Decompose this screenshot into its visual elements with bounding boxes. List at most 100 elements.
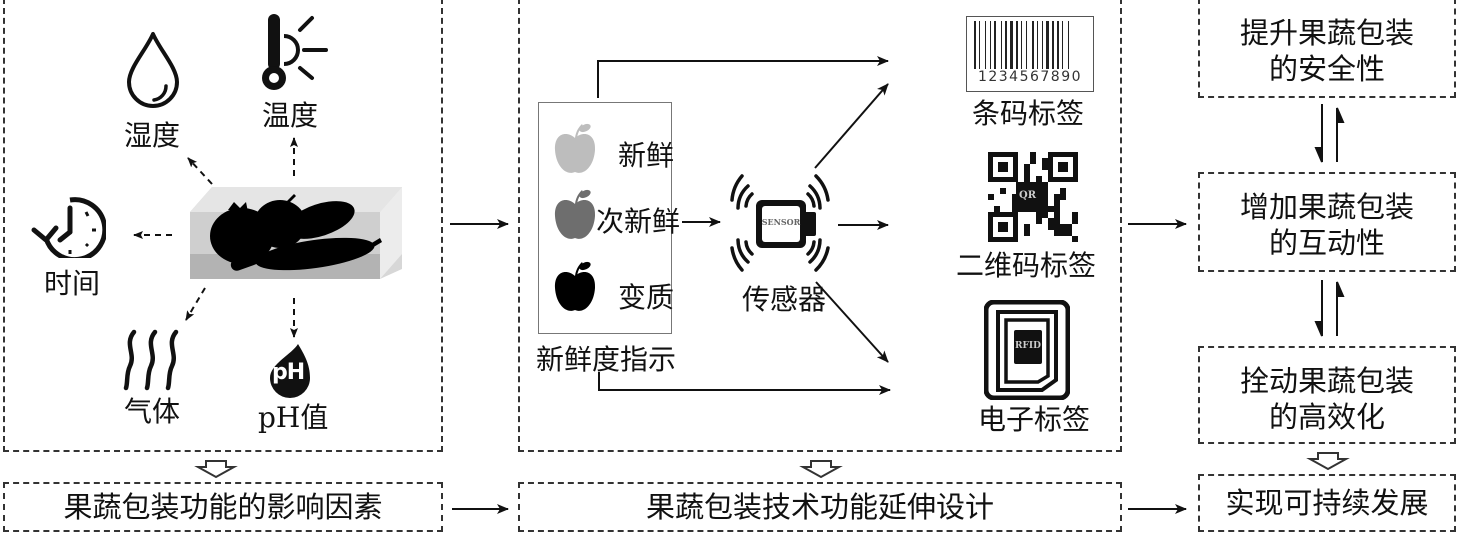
barcode-bar [990,21,991,69]
qr-module [1054,200,1060,206]
arrow-freshness-to-rfid [598,372,891,395]
qr-module [1060,230,1066,236]
thermometer-sun-icon [262,14,328,90]
caption-box-technology: 果蔬包装技术功能延伸设计 [518,482,1122,532]
outcome-interactivity-line2: 的互动性 [1268,226,1385,260]
qr-module [1060,224,1066,230]
water-drop-icon [127,32,179,108]
qr-module [1036,218,1042,224]
technology-panel [518,0,1122,452]
qr-module [1036,212,1042,218]
sensor-label: 传感器 [742,283,827,316]
caption-sustainable: 实现可持续发展 [1225,486,1429,520]
rfid-label: 电子标签 [978,403,1091,436]
barcode-bar [1026,21,1027,69]
apple-icon-spoiled [554,261,596,311]
barcode-bar [1037,21,1038,69]
rfid-icon-text: RFID [1015,341,1041,351]
qr-module [1054,206,1060,212]
qr-module [1012,206,1018,212]
freshness-level-fresh: 新鲜 [618,139,675,172]
qr-icon-text: QR [1019,190,1037,201]
qr-module [1042,164,1048,170]
barcode-bar [1032,21,1034,69]
barcode-bar [974,21,976,69]
hollow-arrow-down-3 [1306,452,1350,471]
factor-arrows [133,137,298,338]
qr-module [1024,170,1030,176]
gas-label: 气体 [124,395,181,428]
gas-waves-icon [123,329,179,391]
qr-finder [998,222,1008,232]
outcome-interactivity-line1: 增加果蔬包装 [1239,190,1414,224]
barcode-bar [1052,21,1054,69]
qr-module [1042,212,1048,218]
barcode-bar [1021,21,1022,69]
arrow-to-humidity [187,157,213,185]
hollow-arrow-down-1 [194,460,238,479]
qr-module [1054,230,1060,236]
qr-module [1024,176,1030,182]
qr-module [1000,188,1006,194]
qr-module [1024,164,1030,170]
humidity-label: 湿度 [124,119,181,152]
qr-finder [998,162,1008,172]
outcome-box-interactivity: 增加果蔬包装 的互动性 [1198,172,1456,272]
barcode-bar [1062,21,1063,69]
qr-finder [1058,162,1068,172]
qr-module [994,206,1000,212]
qr-module [1030,152,1036,158]
qr-module [1072,236,1078,242]
qr-module [1030,158,1036,164]
outcome-box-safety: 提升果蔬包装 的安全性 [1198,0,1456,98]
caption-box-factors: 果蔬包装功能的影响因素 [3,482,443,532]
barcode-bar [1046,21,1049,69]
arrow-sensor-to-rfid [815,281,889,363]
bidirectional-arrows [1314,104,1345,337]
barcode-bar [994,21,996,69]
qr-module [1042,158,1048,164]
barcode-bar [1068,21,1069,69]
qr-module [1036,176,1042,182]
barcode-bar [1042,21,1043,69]
qr-module [988,194,994,200]
time-label: 时间 [44,267,101,300]
barcode-label: 条码标签 [972,97,1085,130]
qr-module [1024,224,1030,230]
qr-module [1072,212,1078,218]
qr-module [1060,194,1066,200]
barcode-digits: 1234567890 [977,69,1083,85]
outcome-safety-line1: 提升果蔬包装 [1239,16,1414,50]
barcode-bar [1001,21,1002,69]
barcode-bar [1016,21,1018,69]
barcode-bar [985,21,986,69]
freshness-level-semi-fresh: 次新鲜 [596,205,681,238]
qr-module [1066,224,1072,230]
ph-icon-text: pH [272,360,305,385]
arrow-sensor-to-barcode [814,83,889,169]
barcode-bar [979,21,980,69]
ph-drop-icon: pH [266,342,314,398]
qr-code-icon: QR [988,152,1078,242]
caption-technology: 果蔬包装技术功能延伸设计 [645,490,994,524]
barcode-bar [1005,21,1007,69]
outcome-safety-line2: 的安全性 [1268,52,1385,86]
freshness-indicator-caption: 新鲜度指示 [536,343,677,376]
sensor-icon-text: SENSOR [761,217,801,227]
qr-module [1054,194,1060,200]
apple-icon-semi-fresh [554,189,596,239]
qr-center [1016,182,1048,210]
qr-module [1066,230,1072,236]
hollow-arrow-down-2 [799,460,843,479]
freshness-indicator-card [538,102,672,334]
qr-module [1048,206,1054,212]
apple-icon-fresh [554,123,596,173]
ph-label: pH值 [258,401,329,434]
qr-module [1060,188,1066,194]
rfid-tag-icon: RFID [984,300,1070,400]
arrow-freshness-to-barcode [597,56,889,98]
barcode-bar [1057,21,1059,69]
barcode-icon: 1234567890 [966,16,1094,92]
caption-factors: 果蔬包装功能的影响因素 [63,490,383,524]
